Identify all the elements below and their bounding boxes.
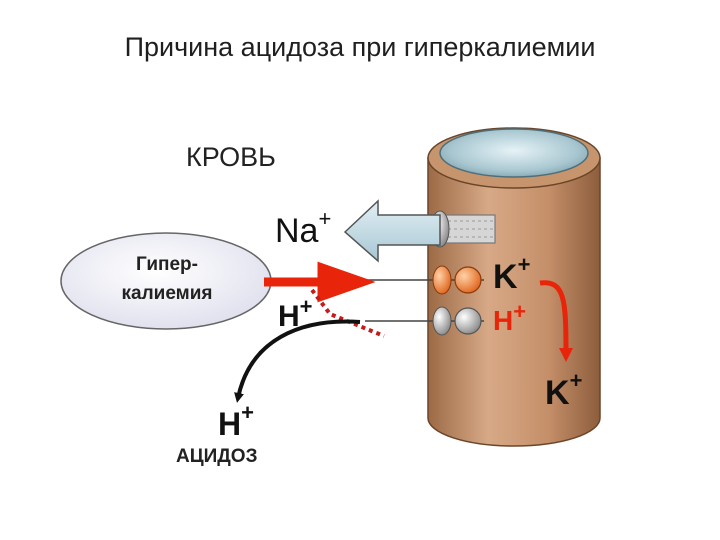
blood-label: КРОВЬ [186,142,276,172]
na-charge: + [318,206,332,231]
h-left-symbol: H [278,300,300,333]
h-bottom-ion-label: H+ [218,400,254,443]
k-exchanger [365,265,484,295]
k-intracellular-arrow [539,280,573,362]
k-bottom-charge: + [569,368,583,393]
h-bottom-charge: + [241,400,254,425]
hyperkalemia-label: Гипер- калиемия [72,250,262,308]
h-exchanger [365,306,484,336]
k-bottom-symbol: K [545,374,570,412]
hyperkalemia-line1: Гипер- [136,254,198,275]
acidosis-label: АЦИДОЗ [176,446,258,467]
h-left-ion-label: H+ [278,294,313,334]
na-arrow [343,199,441,263]
na-ion-label: Na+ [275,206,331,251]
h-left-charge: + [299,294,313,319]
cell-opening [439,128,589,178]
k-influx-arrow [264,261,376,303]
blocked-h-path [310,288,385,338]
na-symbol: Na [275,212,319,250]
k-bottom-ion-label: K+ [545,368,582,413]
k-right-symbol: K [493,258,518,296]
h-right-charge: + [513,299,527,324]
h-right-symbol: H [493,305,514,336]
hyperkalemia-line2: калиемия [121,283,213,304]
k-right-charge: + [517,252,531,277]
na-channel [430,210,496,248]
k-right-ion-label: K+ [493,252,530,297]
h-bottom-symbol: H [218,406,242,442]
h-right-ion-label: H+ [493,299,526,337]
h-efflux-arrow [234,319,361,403]
page-title: Причина ацидоза при гиперкалиемии [124,32,596,62]
